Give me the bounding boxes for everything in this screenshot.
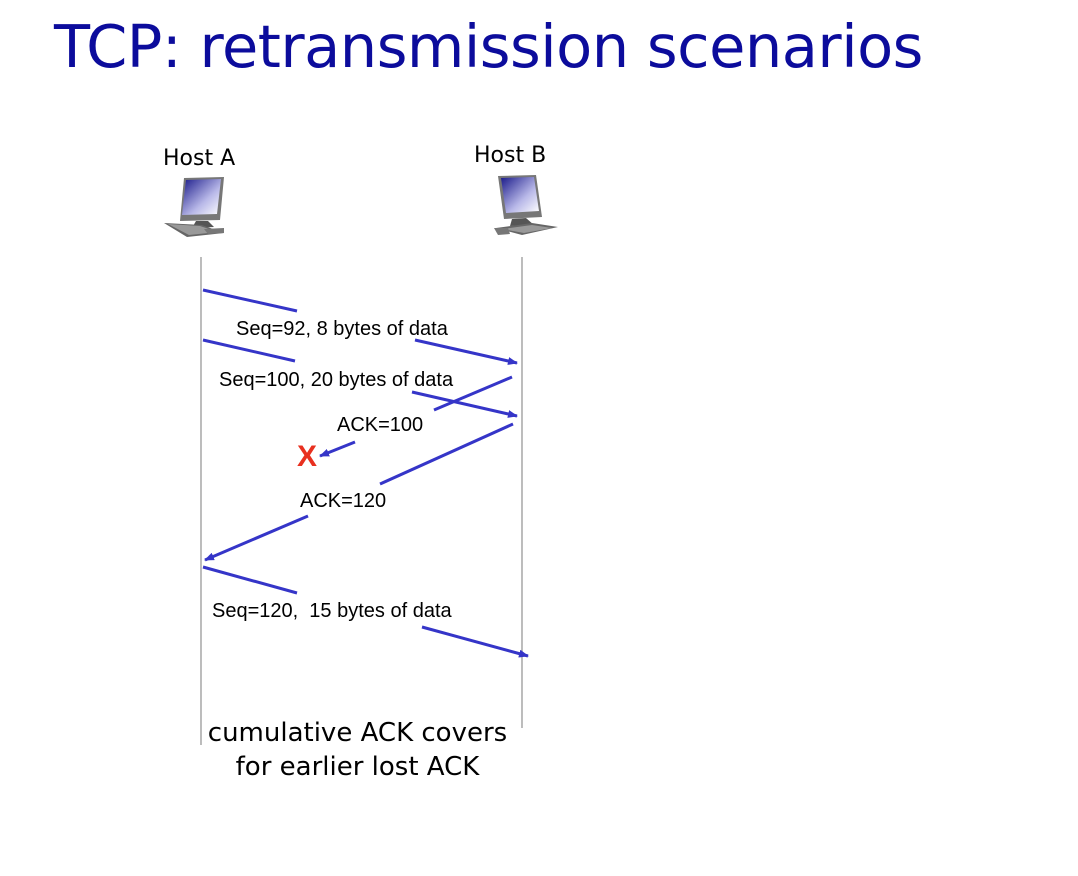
host-b-computer-icon [494,175,558,235]
host-b-label: Host B [474,143,547,168]
message-arrow-ack120 [204,422,514,562]
caption-line-2: for earlier lost ACK [235,752,480,782]
message-arrow-seq92 [202,288,518,365]
host-a-label: Host A [163,146,236,171]
slide-title: TCP: retransmission scenarios [54,12,923,81]
caption-line-1: cumulative ACK covers [207,718,508,748]
diagram-caption: cumulative ACK covers for earlier lost A… [190,716,525,784]
host-a-computer-icon [164,177,224,237]
lost-packet-x-icon: X [297,440,317,473]
message-arrow-ack100 [319,375,513,458]
message-label-seq120: Seq=120, 15 bytes of data [212,600,453,622]
message-label-ack100: ACK=100 [337,414,423,436]
message-arrow-seq100 [202,338,518,418]
message-arrow-seq120 [202,565,529,658]
message-label-seq92: Seq=92, 8 bytes of data [236,318,449,340]
message-label-ack120: ACK=120 [300,490,386,512]
message-label-seq100: Seq=100, 20 bytes of data [219,369,454,391]
